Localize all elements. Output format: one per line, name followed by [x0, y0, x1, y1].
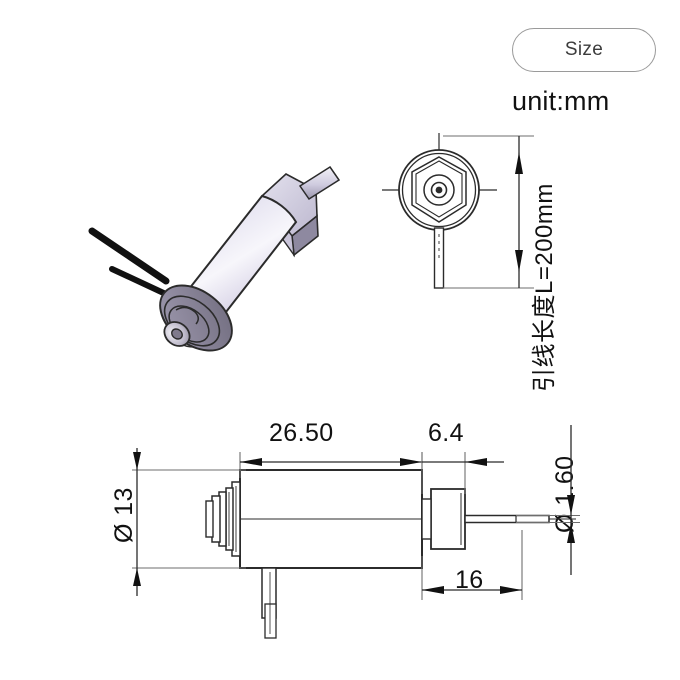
end-view-group	[382, 133, 497, 289]
gearbox-collar	[421, 498, 432, 540]
lead-wires-isometric	[88, 227, 173, 299]
isometric-motor-group	[88, 165, 341, 352]
end-view-hexagon	[411, 156, 467, 223]
d13-arrow-bottom	[133, 568, 141, 586]
shaft-tip-edge	[329, 166, 340, 181]
motor-end-cap-isometric	[159, 284, 233, 352]
side-view-output-shaft	[464, 514, 550, 524]
diameter-13-dimension	[132, 448, 246, 596]
lead-length-dimension	[443, 135, 534, 289]
lead-wire-lower	[109, 266, 173, 299]
d2650-arrow-right	[400, 458, 422, 466]
d16-arrow-left	[422, 586, 444, 594]
side-view-group	[205, 469, 576, 639]
d160-arrow-top	[567, 495, 575, 515]
size-button-label: Size	[564, 39, 604, 60]
end-view-bearing-circle	[430, 181, 448, 199]
dimension-gearbox-length: 6.4	[428, 419, 464, 447]
side-view-gearbox	[421, 488, 466, 550]
side-lead-wire-lower	[264, 603, 277, 639]
end-cap-boss	[205, 500, 214, 538]
end-cap-plate-2	[225, 487, 234, 551]
end-view-inner-circle	[401, 152, 477, 228]
end-view-hexagon-inner	[415, 160, 463, 218]
length-16-dimension	[421, 530, 523, 600]
dimension-shaft-length: 16	[455, 566, 484, 594]
end-view-lead-wire	[433, 227, 445, 289]
gearbox-block	[430, 488, 466, 550]
lead-dim-arrow-bottom	[515, 250, 523, 272]
end-cap-brush-detail	[175, 306, 199, 325]
dimension-body-length: 26.50	[269, 419, 334, 447]
side-view-lead-wire	[261, 567, 277, 639]
lead-wire-upper	[88, 227, 170, 285]
d160-arrow-bottom	[567, 523, 575, 543]
d64-arrow-right	[465, 458, 487, 466]
length-64-dimension	[421, 452, 504, 494]
d16-arrow-right	[500, 586, 522, 594]
unit-label: unit:mm	[512, 86, 610, 116]
side-view-end-cap	[205, 481, 241, 557]
d2650-arrow-left	[240, 458, 262, 466]
size-button[interactable]: Size	[512, 28, 656, 72]
d13-arrow-top	[133, 452, 141, 470]
end-view-hub-circle	[423, 174, 455, 206]
output-shaft	[464, 514, 550, 524]
output-shaft-isometric	[298, 165, 341, 201]
lead-dim-arrow-top	[515, 152, 523, 174]
end-cap-bearing-hole	[171, 328, 183, 340]
diameter-160-dimension	[516, 425, 580, 575]
end-view-center-dot	[435, 186, 443, 194]
